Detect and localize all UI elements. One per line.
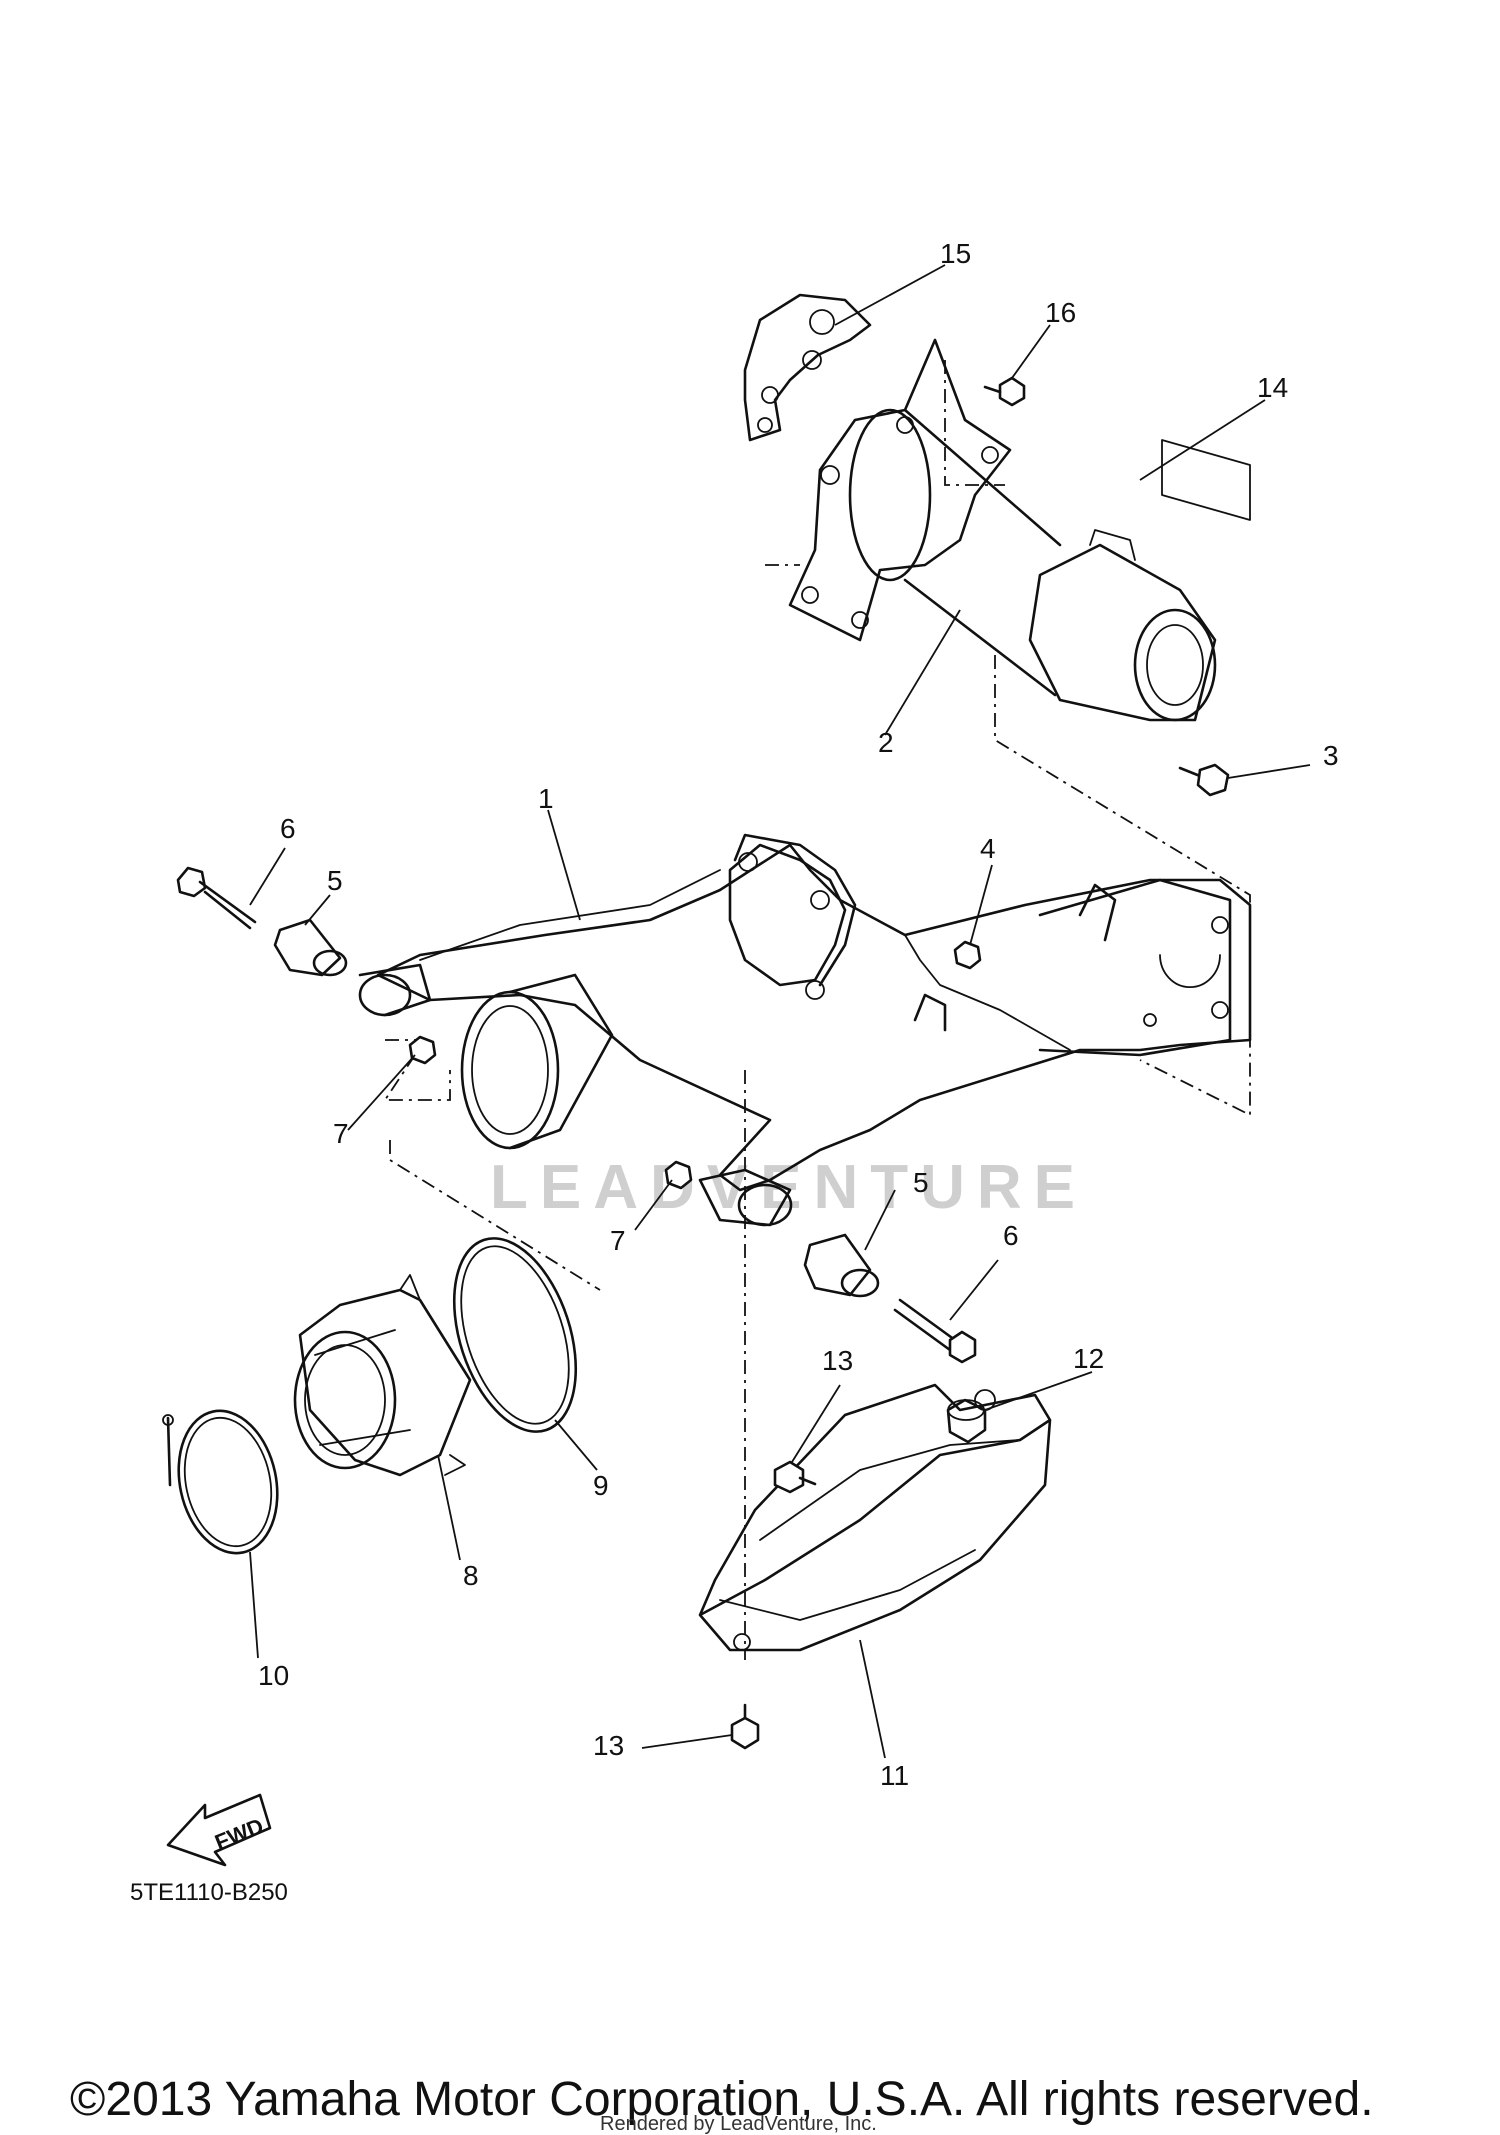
callout-9: 9 xyxy=(593,1470,609,1501)
callout-5-left: 5 xyxy=(327,865,343,896)
bolt-part-3 xyxy=(1178,763,1230,797)
label-part-14 xyxy=(1161,439,1251,521)
callout-3: 3 xyxy=(1323,740,1339,771)
callout-5-right: 5 xyxy=(913,1167,929,1198)
bracket-part-15 xyxy=(743,293,872,442)
callout-13-lower: 13 xyxy=(593,1730,624,1761)
render-credit: Rendered by LeadVenture, Inc. xyxy=(600,2113,877,2135)
callout-7-right: 7 xyxy=(610,1225,626,1256)
part-code: 5TE1110-B250 xyxy=(130,1879,288,1906)
callout-15: 15 xyxy=(940,238,971,269)
boot-part-8 xyxy=(293,1274,472,1477)
bolt-part-6-right xyxy=(893,1298,977,1364)
axle-housing-part-2 xyxy=(788,338,1217,722)
bolt-part-6-left xyxy=(176,866,257,930)
clamp-part-10 xyxy=(162,1409,279,1555)
bolt-part-16 xyxy=(983,376,1026,407)
bushing-part-5-left xyxy=(273,918,348,977)
callout-6-right: 6 xyxy=(1003,1220,1019,1251)
nut-part-7-left xyxy=(408,1035,437,1065)
callout-14: 14 xyxy=(1257,372,1288,403)
guard-part-11 xyxy=(698,1383,1052,1652)
bolt-part-13-upper xyxy=(773,1460,817,1494)
copyright: ©2013 Yamaha Motor Corporation, U.S.A. A… xyxy=(70,2073,1374,2126)
leader-lines xyxy=(249,264,1311,1759)
damper-part-12 xyxy=(946,1398,987,1444)
callout-10: 10 xyxy=(258,1660,289,1691)
callout-4: 4 xyxy=(980,833,996,864)
ring-part-9 xyxy=(452,1237,578,1433)
callout-7-left: 7 xyxy=(333,1118,349,1149)
bolt-part-13-lower xyxy=(730,1703,760,1750)
dashed-guide-lines xyxy=(383,360,1251,1660)
callout-11: 11 xyxy=(880,1760,909,1791)
fwd-arrow: FWD xyxy=(166,1793,272,1867)
callout-12: 12 xyxy=(1073,1343,1104,1374)
nut-part-4 xyxy=(953,940,982,970)
callout-6-left: 6 xyxy=(280,813,296,844)
swingarm-part-1 xyxy=(358,833,1252,1227)
callout-1: 1 xyxy=(538,783,554,814)
callout-13-upper: 13 xyxy=(822,1345,853,1376)
nut-part-7-right xyxy=(664,1160,693,1190)
callout-16: 16 xyxy=(1045,297,1076,328)
callout-8: 8 xyxy=(463,1560,479,1591)
callout-2: 2 xyxy=(878,727,894,758)
bushing-part-5-right xyxy=(803,1233,880,1298)
